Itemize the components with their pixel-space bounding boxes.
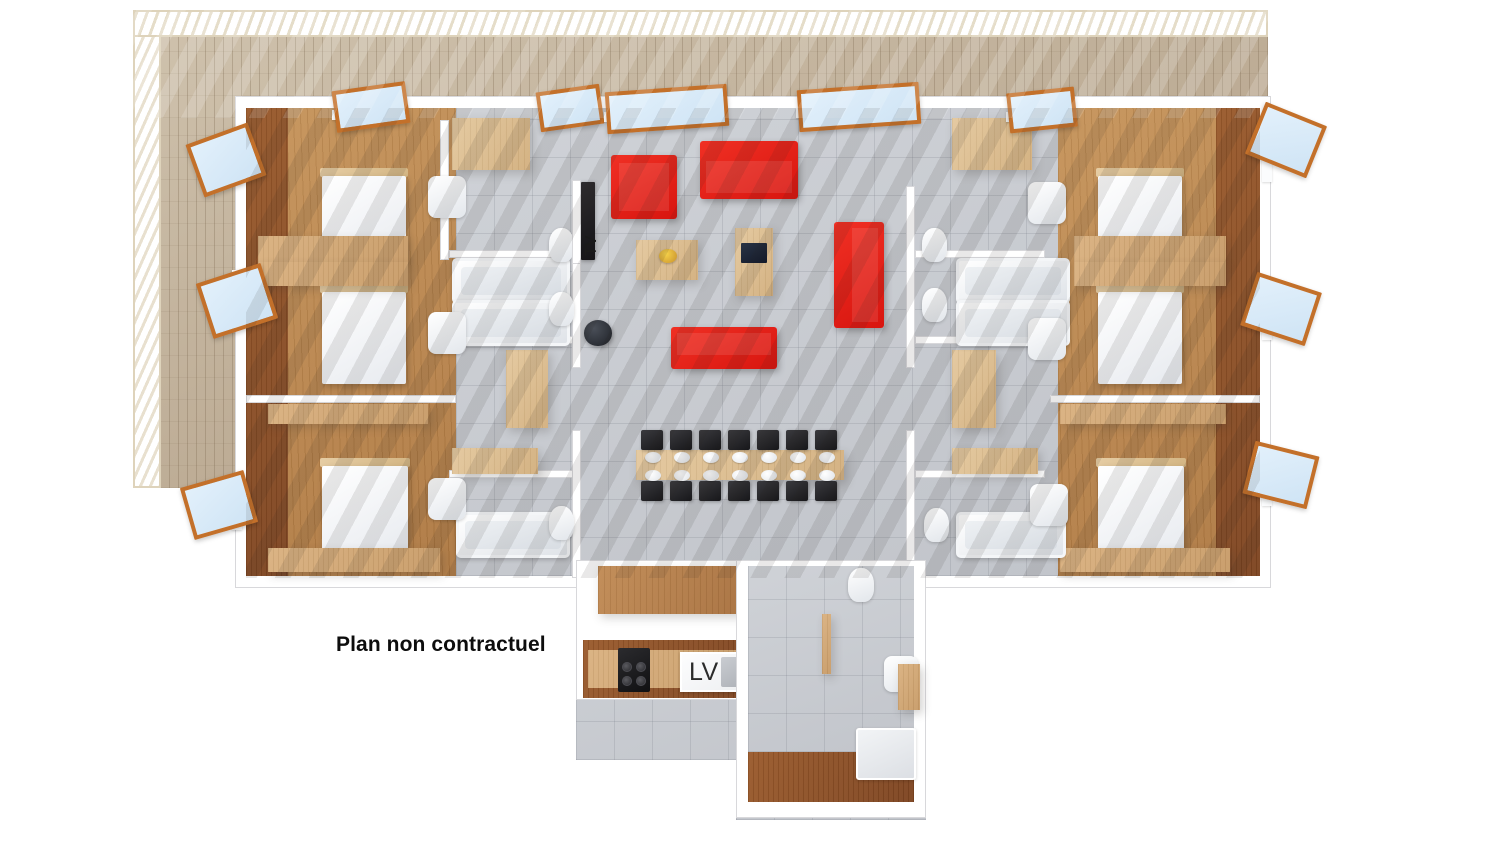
place-setting <box>674 452 690 463</box>
right-wardrobe-4 <box>1060 548 1230 572</box>
wc-6 <box>924 508 949 542</box>
entry-cabinet <box>898 664 920 710</box>
sofa-bottom <box>671 327 777 369</box>
washbasin-5 <box>1028 318 1066 360</box>
wall-right-bath3 <box>915 470 1045 478</box>
right-wardrobe-3 <box>1060 404 1226 424</box>
right-wing-wall-panel <box>1216 108 1260 576</box>
dining-chair <box>699 430 721 450</box>
left-wing-wall-panel <box>246 108 288 576</box>
bed-5 <box>1098 292 1182 384</box>
left-wardrobe-1 <box>258 236 408 262</box>
dining-chair <box>699 481 721 501</box>
washbasin-6 <box>1030 484 1068 526</box>
place-setting <box>819 452 835 463</box>
wall-right-bath3-side <box>906 430 915 578</box>
bed-3-headboard <box>320 458 410 467</box>
wall-right-bed-divider <box>1050 395 1260 403</box>
dining-chair <box>786 481 808 501</box>
armchair-left <box>611 155 677 219</box>
tv-screen <box>581 182 595 260</box>
left-wardrobe-3 <box>268 404 428 424</box>
place-setting <box>790 452 806 463</box>
wall-left-bath3-side <box>572 430 581 578</box>
bed-1-headboard <box>320 168 408 177</box>
washbasin-2 <box>428 312 466 354</box>
wall-right-bath-mid <box>915 250 1045 258</box>
right-wardrobe-1 <box>1074 236 1226 262</box>
dining-chair <box>786 430 808 450</box>
place-setting <box>732 470 748 481</box>
washbasin-3 <box>428 478 466 520</box>
wc-entry <box>848 568 874 602</box>
dining-chair <box>641 430 663 450</box>
dining-chair <box>815 481 837 501</box>
kitchen-island <box>598 566 742 614</box>
wall-left-bath-mid <box>449 250 579 258</box>
plan-caption: Plan non contractuel <box>336 633 546 656</box>
terrace-left-railing <box>133 10 161 488</box>
place-setting <box>761 452 777 463</box>
bed-2 <box>322 292 406 384</box>
window-top-3[interactable] <box>604 83 730 135</box>
place-setting <box>732 452 748 463</box>
dining-chair <box>815 430 837 450</box>
wc-2 <box>549 292 574 326</box>
bed-6-headboard <box>1096 458 1186 467</box>
wc-3 <box>549 506 574 540</box>
washbasin-1 <box>428 176 466 218</box>
tv-label: TV <box>583 235 600 256</box>
place-setting <box>645 452 661 463</box>
left-wardrobe-2 <box>258 262 408 286</box>
wc-1 <box>549 228 574 262</box>
dining-chair <box>641 481 663 501</box>
fruit-bowl <box>659 249 677 263</box>
left-cabinet-mid <box>506 350 548 428</box>
picture-frame <box>741 243 767 263</box>
bathtub-4 <box>956 258 1070 304</box>
dining-chair <box>757 481 779 501</box>
sofa-right <box>834 222 884 328</box>
wall-left-bed2-divider <box>246 395 456 403</box>
terrace-top-railing <box>133 10 1268 37</box>
dishwasher-label: LV <box>689 657 719 686</box>
place-setting <box>761 470 777 481</box>
entry-door-open <box>822 614 831 674</box>
place-setting <box>790 470 806 481</box>
place-setting <box>645 470 661 481</box>
right-wardrobe-2 <box>1074 262 1226 286</box>
helmet <box>584 320 612 346</box>
dining-chair <box>670 481 692 501</box>
wall-left-bath3 <box>449 470 579 478</box>
bed-2-headboard <box>320 284 408 293</box>
bed-6 <box>1098 466 1184 560</box>
sofa-top <box>700 141 798 199</box>
dining-chair <box>728 481 750 501</box>
bed-4-headboard <box>1096 168 1184 177</box>
left-cabinet-low <box>452 448 538 474</box>
window-top-4[interactable] <box>796 81 922 133</box>
bed-3 <box>322 466 408 560</box>
bed-5-headboard <box>1096 284 1184 293</box>
place-setting <box>703 452 719 463</box>
wc-5 <box>922 288 947 322</box>
place-setting <box>819 470 835 481</box>
right-cabinet-mid <box>952 350 996 428</box>
dining-chair <box>670 430 692 450</box>
right-cabinet-low <box>952 448 1038 474</box>
left-wardrobe-4 <box>268 548 440 572</box>
wall-right-bath-outer <box>906 186 915 368</box>
window-top-5[interactable] <box>1006 86 1078 134</box>
place-setting <box>703 470 719 481</box>
left-cabinet-top <box>452 118 530 170</box>
washbasin-4 <box>1028 182 1066 224</box>
cooktop <box>618 648 650 692</box>
wall-left-bath-outer <box>572 186 581 368</box>
dining-chair <box>728 430 750 450</box>
shower-tray <box>856 728 916 780</box>
place-setting <box>674 470 690 481</box>
wc-4 <box>922 228 947 262</box>
dining-chair <box>757 430 779 450</box>
tv-wall <box>572 180 581 264</box>
